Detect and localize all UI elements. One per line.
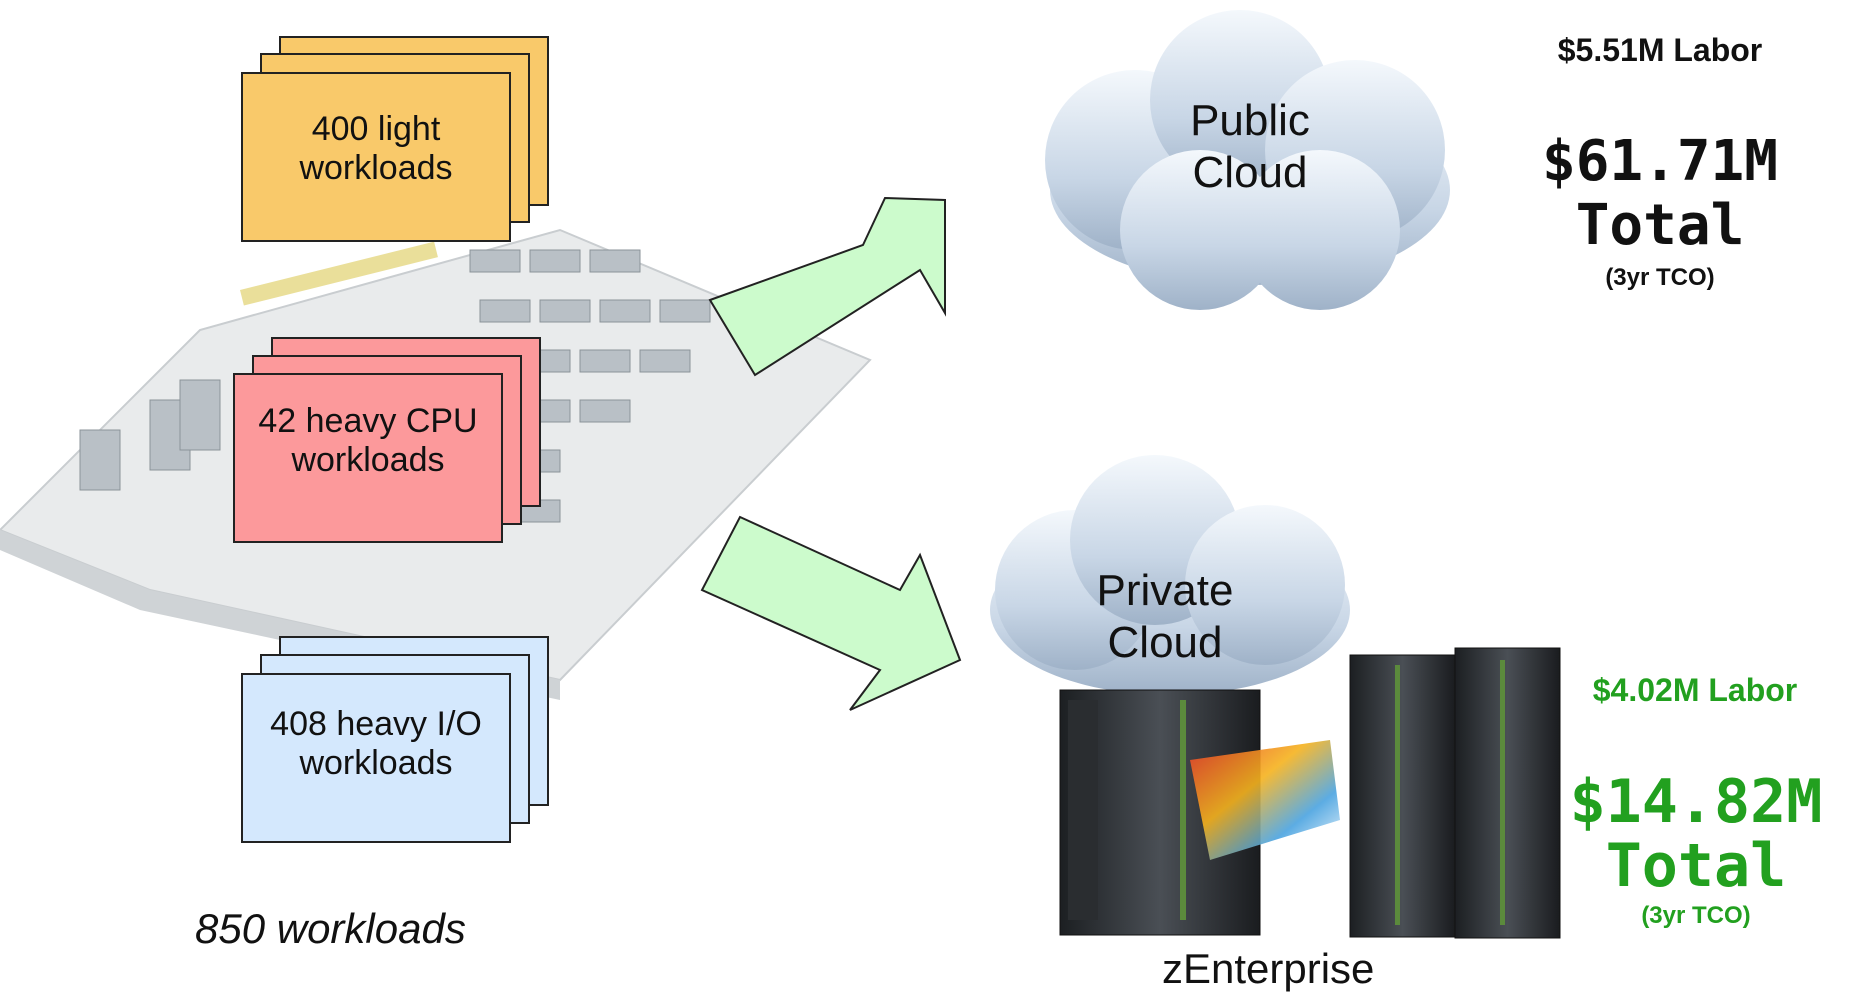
public-labor-cost: $5.51M Labor <box>1557 32 1763 68</box>
zenterprise-servers-image <box>1059 647 1561 939</box>
public-cloud-line1: Public <box>1190 96 1310 145</box>
light-workloads-line1: 400 light <box>311 110 441 148</box>
public-cloud-shape <box>1045 10 1450 310</box>
public-cost-block: $5.51M Labor <box>1500 32 1820 69</box>
public-total-value: $61.71M <box>1541 129 1778 194</box>
heavy-cpu-line1: 42 heavy CPU <box>258 402 478 440</box>
total-workloads-caption: 850 workloads <box>195 905 466 952</box>
public-tco-note: (3yr TCO) <box>1605 264 1715 291</box>
heavy-io-line1: 408 heavy I/O <box>270 705 482 743</box>
private-total-value: $14.82M <box>1569 767 1823 837</box>
zenterprise-label: zEnterprise <box>1162 945 1375 992</box>
light-workloads-stack <box>241 36 549 242</box>
private-cloud-label: Private Cloud <box>1045 565 1285 669</box>
public-cloud-line2: Cloud <box>1192 148 1308 197</box>
public-cloud-label: Public Cloud <box>1130 95 1370 199</box>
light-workloads-line2: workloads <box>299 149 453 187</box>
heavy-io-workloads-stack <box>241 636 549 843</box>
light-workloads-label: 400 light workloads <box>242 110 510 188</box>
private-tco-note: (3yr TCO) <box>1641 902 1751 929</box>
arrow-to-public-cloud <box>708 196 946 377</box>
arrow-to-private-cloud <box>700 515 962 711</box>
private-cost-block: $4.02M Labor <box>1535 672 1851 709</box>
heavy-cpu-line2: workloads <box>291 441 445 479</box>
private-total-word: Total <box>1605 831 1787 901</box>
public-total-block: $61.71M Total (3yr TCO) <box>1500 130 1820 292</box>
private-labor-cost: $4.02M Labor <box>1592 672 1798 708</box>
private-cloud-line1: Private <box>1096 566 1234 615</box>
private-cloud-shape <box>990 455 1350 695</box>
heavy-io-line2: workloads <box>299 744 453 782</box>
heavy-io-workloads-label: 408 heavy I/O workloads <box>242 705 510 783</box>
public-total-word: Total <box>1575 193 1745 258</box>
private-cloud-line2: Cloud <box>1107 618 1223 667</box>
heavy-cpu-workloads-label: 42 heavy CPU workloads <box>234 402 502 480</box>
heavy-cpu-workloads-stack <box>233 337 541 543</box>
private-total-block: $14.82M Total (3yr TCO) <box>1541 770 1851 930</box>
